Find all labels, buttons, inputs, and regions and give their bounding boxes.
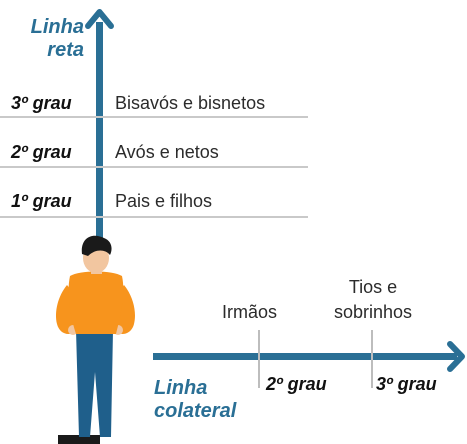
vertical-axis-title: Linha reta	[14, 16, 84, 62]
collateral-tick-1	[258, 330, 260, 388]
vertical-axis-title-line1: Linha	[30, 16, 84, 38]
horizontal-axis-title-line2: colateral	[154, 400, 237, 422]
vertical-axis-title-line2: reta	[47, 39, 84, 61]
degree-label-1: 1º grau	[11, 191, 72, 211]
horizontal-axis-title-line1: Linha	[154, 377, 208, 399]
horizontal-axis-title: Linha colateral	[154, 377, 236, 423]
relatives-label-2: Avós e netos	[115, 142, 219, 162]
person-figure	[56, 235, 135, 444]
separator-2	[0, 166, 308, 168]
vertical-arrow	[85, 9, 114, 254]
collateral-tick-2	[371, 330, 373, 388]
degree-label-3: 3º grau	[11, 93, 72, 113]
collateral-relatives-2-line2: sobrinhos	[333, 302, 413, 322]
separator-1	[0, 216, 308, 218]
separator-3	[0, 116, 308, 118]
collateral-relatives-1: Irmãos	[222, 302, 278, 322]
horizontal-arrow	[153, 341, 465, 372]
collateral-degree-1: 2º grau	[266, 374, 327, 394]
degree-label-2: 2º grau	[11, 142, 72, 162]
collateral-degree-2: 3º grau	[376, 374, 437, 394]
collateral-relatives-2: Tios e sobrinhos	[318, 275, 428, 325]
relatives-label-3: Bisavós e bisnetos	[115, 93, 266, 113]
relatives-label-1: Pais e filhos	[115, 191, 213, 211]
collateral-relatives-2-line1: Tios e	[348, 277, 398, 297]
